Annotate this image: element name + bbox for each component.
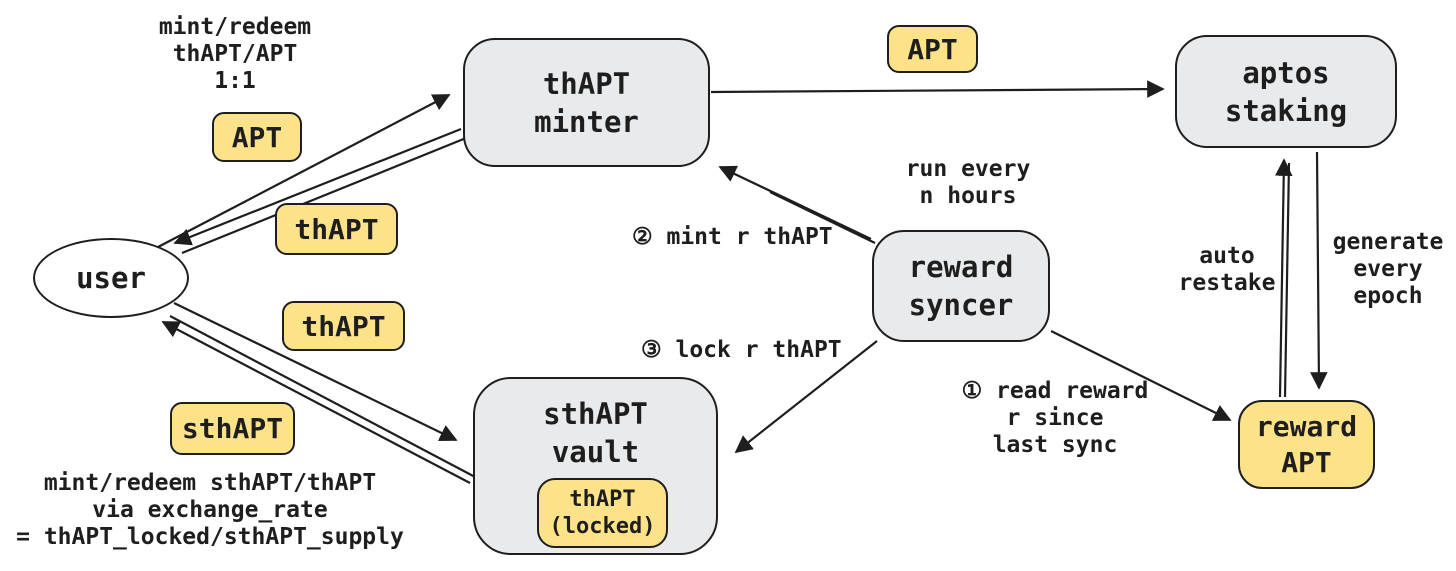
node-reward-syncer-label: reward syncer <box>908 250 1014 322</box>
arrow-minter-to-user-second-stroke <box>181 136 467 255</box>
arrow-syncer-to-minter <box>718 165 872 240</box>
node-reward-apt: reward APT <box>1238 400 1375 489</box>
badge-thapt-user-to-vault-label: thAPT <box>301 309 386 343</box>
arrow-vault-to-user <box>161 321 471 484</box>
badge-thapt-locked: thAPT (locked) <box>537 478 668 548</box>
node-thapt-minter-label: thAPT minter <box>534 66 639 139</box>
annotation-step2-mint-r-thapt: ② mint r thAPT <box>632 224 833 250</box>
arrow-minter-to-user <box>173 127 462 246</box>
node-aptos-staking-label: aptos staking <box>1224 55 1348 128</box>
node-user-label: user <box>76 261 146 295</box>
arrow-syncer-to-vault <box>734 340 878 454</box>
node-thapt-minter: thAPT minter <box>463 38 710 167</box>
node-sthapt-vault-label: sthAPT vault <box>543 397 648 469</box>
badge-sthapt-vault-to-user: sthAPT <box>170 402 295 455</box>
arrow-user-to-vault <box>173 302 458 441</box>
arrow-user-to-minter <box>157 94 451 248</box>
annotation-run-every-n-hours: run every n hours <box>905 156 1031 209</box>
annotation-step3-lock-r-thapt: ③ lock r thAPT <box>641 337 842 363</box>
node-sthapt-vault: sthAPT vault thAPT (locked) <box>473 377 718 555</box>
annotation-generate-every-epoch: generate every epoch <box>1332 229 1444 309</box>
arrow-reward-apt-to-staking <box>1274 158 1293 398</box>
badge-apt-minter-to-staking-label: APT <box>907 32 958 66</box>
badge-thapt-minter-to-user: thAPT <box>275 203 398 255</box>
node-reward-apt-label: reward APT <box>1255 409 1358 479</box>
arrow-staking-to-reward-apt <box>1310 151 1328 390</box>
badge-apt-user-to-minter: APT <box>212 112 302 162</box>
arrow-vault-to-user-second-stroke <box>169 315 478 479</box>
annotation-mint-redeem-ratio: mint/redeem thAPT/APT 1:1 <box>158 14 312 94</box>
badge-sthapt-vault-to-user-label: sthAPT <box>181 412 284 445</box>
arrow-syncer-to-reward-apt <box>1050 330 1232 421</box>
node-aptos-staking: aptos staking <box>1175 35 1397 148</box>
annotation-step1-read-reward: ① read reward r since last sync <box>961 378 1149 458</box>
badge-thapt-minter-to-user-label: thAPT <box>294 212 379 246</box>
arrow-minter-to-staking <box>710 80 1165 98</box>
annotation-exchange-rate-formula: mint/redeem sthAPT/thAPT via exchange_ra… <box>16 470 404 550</box>
node-reward-syncer: reward syncer <box>872 230 1050 342</box>
arrow-reward-apt-to-staking-second-stroke <box>1283 162 1291 398</box>
badge-apt-user-to-minter-label: APT <box>231 120 283 154</box>
badge-thapt-locked-label: thAPT (locked) <box>549 487 656 539</box>
annotation-auto-restake: auto restake <box>1178 243 1276 296</box>
badge-thapt-user-to-vault: thAPT <box>282 301 405 351</box>
node-user: user <box>33 238 189 318</box>
badge-apt-minter-to-staking: APT <box>887 25 978 73</box>
arrow-syncer-to-minter-second-stroke <box>769 191 876 244</box>
